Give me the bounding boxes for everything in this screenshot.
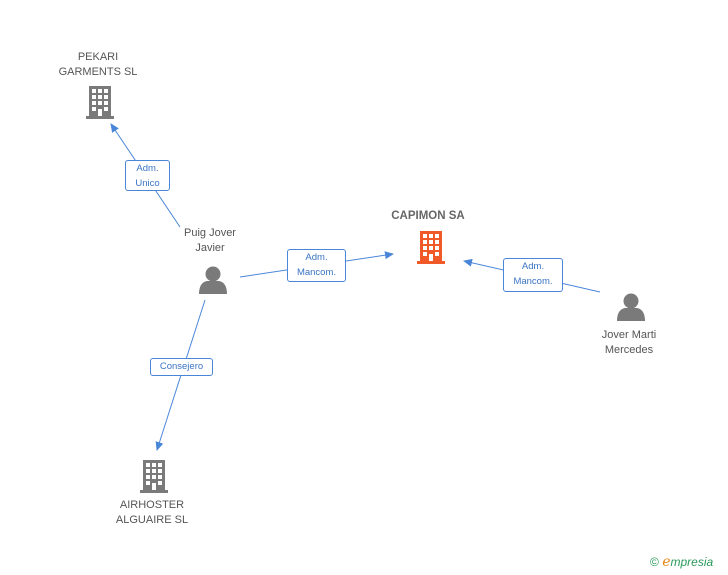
person-icon[interactable] [617,293,645,322]
copyright-symbol: © [650,555,659,569]
node-label-jover[interactable]: Jover Marti Mercedes [601,329,657,356]
building-icon[interactable] [417,231,445,264]
brand-logo-text: mpresia [670,555,714,569]
building-icon[interactable] [140,460,168,493]
node-label-puig[interactable]: Puig Jover Javier [184,227,236,254]
person-icon[interactable] [199,266,227,295]
node-label-capimon[interactable]: CAPIMON SA [391,210,465,222]
edge-label-consejero: Consejero [150,358,213,376]
edge-label-adm-mancom-jover: Adm. Mancom. [503,258,563,292]
edge-label-adm-unico: Adm. Unico [125,160,170,191]
node-label-airhoster[interactable]: AIRHOSTER ALGUAIRE SL [115,499,189,526]
building-icon[interactable] [86,86,114,119]
brand-logo-e: e [662,554,671,570]
edge-label-adm-mancom-puig: Adm. Mancom. [287,249,346,282]
node-label-pekari[interactable]: PEKARI GARMENTS SL [58,51,138,78]
empresia-watermark: © empresia [650,554,713,570]
